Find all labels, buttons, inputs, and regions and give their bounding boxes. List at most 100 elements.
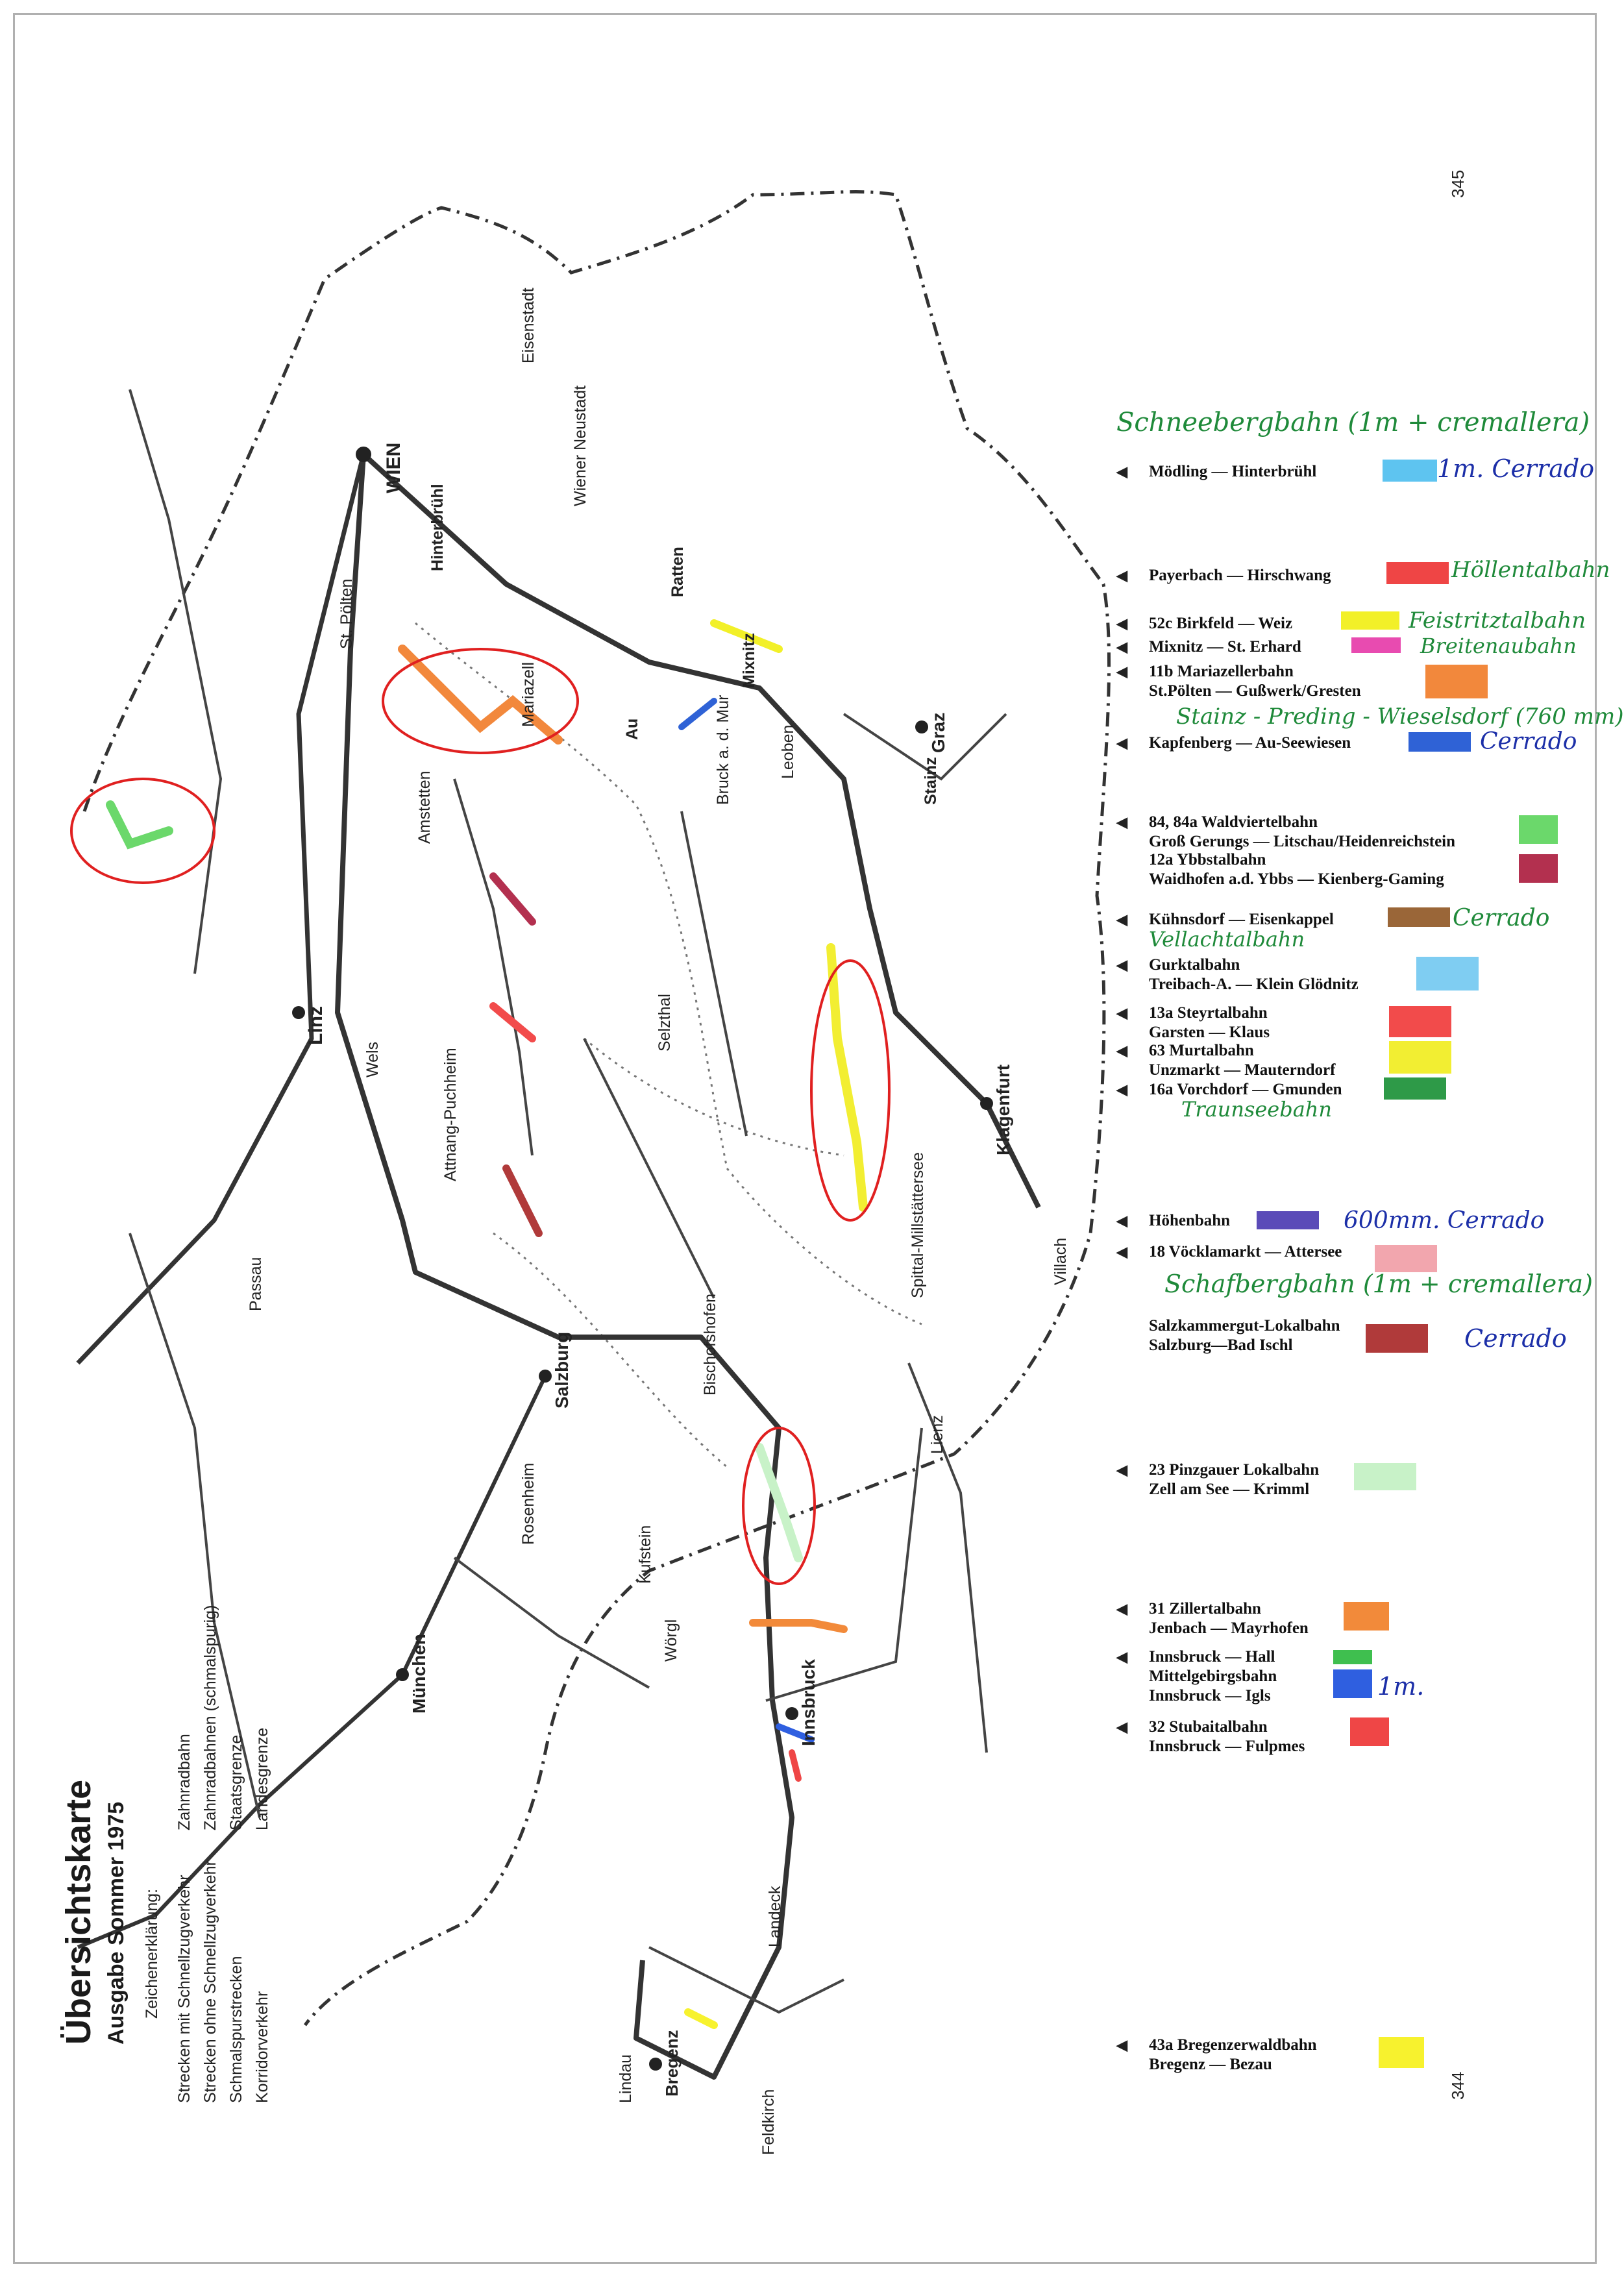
legend-item-rack: Zahnradbahn bbox=[175, 1734, 193, 1830]
city-label-klagenfurt: Klagenfurt bbox=[993, 1065, 1013, 1155]
city-label-selzthal: Selzthal bbox=[656, 994, 674, 1052]
color-swatch bbox=[1383, 460, 1437, 482]
entry-subtext: Groß Gerungs — Litschau/Heidenreichstein bbox=[1149, 833, 1456, 850]
city-label-bischofshofen: Bischofshofen bbox=[701, 1293, 719, 1396]
pointer-icon: ◀ bbox=[1116, 1042, 1127, 1059]
pointer-icon: ◀ bbox=[1116, 567, 1127, 584]
pointer-icon: ◀ bbox=[1116, 1212, 1127, 1229]
city-label-mixnitz: Mixnitz bbox=[740, 633, 758, 688]
color-swatch bbox=[1351, 637, 1401, 653]
city-markers bbox=[292, 447, 993, 2071]
entry-vorchdorf: ◀ 16a Vorchdorf — Gmunden bbox=[1116, 1077, 1446, 1100]
entry-text: 32 Stubaitalbahn bbox=[1149, 1718, 1268, 1736]
entry-text: 13a Steyrtalbahn bbox=[1149, 1004, 1268, 1022]
legend-item-express: Strecken mit Schnellzugverkehr bbox=[175, 1875, 193, 2103]
legend-item-corridor: Korridorverkehr bbox=[253, 1991, 271, 2103]
city-label-hinterbruehl: Hinterbrühl bbox=[428, 484, 447, 571]
city-label-leoben: Leoben bbox=[779, 724, 797, 779]
color-swatch bbox=[1375, 1245, 1437, 1272]
color-swatch bbox=[1257, 1211, 1319, 1229]
note-schneebergbahn: Schneebergbahn (1m + cremallera) bbox=[1116, 408, 1590, 437]
color-swatch bbox=[1333, 1650, 1372, 1664]
entry-text: 52c Birkfeld — Weiz bbox=[1149, 615, 1293, 632]
city-label-muenchen: München bbox=[409, 1634, 429, 1714]
color-swatch bbox=[1416, 957, 1479, 991]
color-swatch bbox=[1425, 665, 1488, 698]
color-swatch bbox=[1519, 854, 1558, 883]
color-swatch bbox=[1386, 562, 1449, 584]
entry-text: Höhenbahn bbox=[1149, 1212, 1231, 1229]
pointer-icon: ◀ bbox=[1116, 735, 1127, 751]
city-label-mariazell: Mariazell bbox=[519, 661, 537, 727]
city-label-linz: Linz bbox=[305, 1006, 326, 1045]
note-traunseebahn: Traunseebahn bbox=[1181, 1097, 1333, 1122]
note-breitenaubahn: Breitenaubahn bbox=[1420, 634, 1577, 658]
city-label-ratten: Ratten bbox=[669, 547, 687, 597]
legend-item-province-border: Landesgrenze bbox=[253, 1727, 271, 1830]
color-swatch bbox=[1384, 1077, 1446, 1100]
entry-kuehnsdorf: ◀Kühnsdorf — Eisenkappel bbox=[1116, 907, 1450, 929]
city-label-innsbruck: Innsbruck bbox=[798, 1659, 818, 1746]
city-label-woergl: Wörgl bbox=[662, 1619, 680, 1662]
entry-subtext: Jenbach — Mayrhofen bbox=[1149, 1619, 1309, 1637]
mainline-bavaria bbox=[77, 1375, 547, 1949]
city-label-wels: Wels bbox=[363, 1041, 382, 1077]
entry-text: 43a Bregenzerwaldbahn bbox=[1149, 2036, 1317, 2054]
city-label-passau: Passau bbox=[247, 1257, 265, 1311]
legend-title: Übersichtskarte bbox=[59, 1779, 98, 2045]
city-label-stainz: Stainz bbox=[922, 757, 940, 805]
pointer-icon: ◀ bbox=[1116, 957, 1127, 973]
mainline-south bbox=[362, 452, 1041, 1209]
city-label-lindau: Lindau bbox=[617, 2054, 635, 2103]
note-vellachtalbahn: Vellachtalbahn bbox=[1149, 927, 1305, 952]
pointer-icon: ◀ bbox=[1116, 463, 1127, 480]
city-label-kufstein: Kufstein bbox=[636, 1525, 654, 1584]
highlight-lines bbox=[70, 619, 891, 2029]
note-kuehnsdorf-closed: Cerrado bbox=[1453, 905, 1550, 931]
city-label-rosenheim: Rosenheim bbox=[519, 1462, 537, 1545]
entry-text: 16a Vorchdorf — Gmunden bbox=[1149, 1081, 1342, 1098]
entry-birkfeld: ◀52c Birkfeld — Weiz bbox=[1116, 611, 1399, 634]
color-swatch bbox=[1389, 1006, 1451, 1037]
note-feistritztalbahn: Feistritztalbahn bbox=[1409, 608, 1586, 634]
pointer-icon: ◀ bbox=[1116, 663, 1127, 680]
pointer-icon: ◀ bbox=[1116, 1081, 1127, 1098]
entry-text: Mittelgebirgsbahn bbox=[1149, 1668, 1277, 1685]
note-stainz: Stainz - Preding - Wieselsdorf (760 mm) bbox=[1176, 704, 1624, 730]
pointer-icon: ◀ bbox=[1116, 1719, 1127, 1735]
entry-subtext: Innsbruck — Fulpmes bbox=[1149, 1738, 1305, 1755]
entry-kapfenberg: ◀Kapfenberg — Au-Seewiesen bbox=[1116, 732, 1471, 753]
note-kapfenberg-closed: Cerrado bbox=[1480, 728, 1577, 755]
entry-subtext: Unzmarkt — Mauterndorf bbox=[1149, 1061, 1336, 1079]
entry-text: Mödling — Hinterbrühl bbox=[1149, 463, 1317, 480]
city-label-bruck: Bruck a. d. Mur bbox=[714, 695, 732, 806]
pointer-icon: ◀ bbox=[1116, 1649, 1127, 1665]
scan-frame bbox=[13, 13, 1597, 2264]
mainline-danube bbox=[76, 454, 366, 1365]
city-label-amstetten: Amstetten bbox=[415, 770, 434, 844]
entry-subtext: Innsbruck — Igls bbox=[1149, 1687, 1271, 1705]
entry-text: Innsbruck — Hall bbox=[1149, 1648, 1275, 1666]
entry-text: 31 Zillertalbahn bbox=[1149, 1600, 1261, 1618]
city-label-attnang: Attnang-Puchheim bbox=[441, 1048, 460, 1181]
pointer-icon: ◀ bbox=[1116, 639, 1127, 655]
entry-subtext: Zell am See — Krimml bbox=[1149, 1481, 1310, 1498]
pointer-icon: ◀ bbox=[1116, 911, 1127, 928]
city-label-eisenstadt: Eisenstadt bbox=[519, 288, 537, 363]
entry-payerbach: ◀Payerbach — Hirschwang bbox=[1116, 562, 1449, 585]
entry-text: Mixnitz — St. Erhard bbox=[1149, 638, 1301, 656]
city-label-salzburg: Salzburg bbox=[552, 1331, 572, 1409]
color-swatch bbox=[1333, 1669, 1372, 1698]
city-label-villach: Villach bbox=[1052, 1237, 1070, 1285]
pointer-icon: ◀ bbox=[1116, 1005, 1127, 1021]
entry-subtext: Salzburg—Bad Ischl bbox=[1149, 1336, 1293, 1354]
color-swatch bbox=[1366, 1324, 1428, 1353]
legend-subtitle: Ausgabe Sommer 1975 bbox=[104, 1801, 129, 2045]
legend-item-rack-narrow: Zahnradbahnen (schmalspurig) bbox=[201, 1605, 219, 1830]
